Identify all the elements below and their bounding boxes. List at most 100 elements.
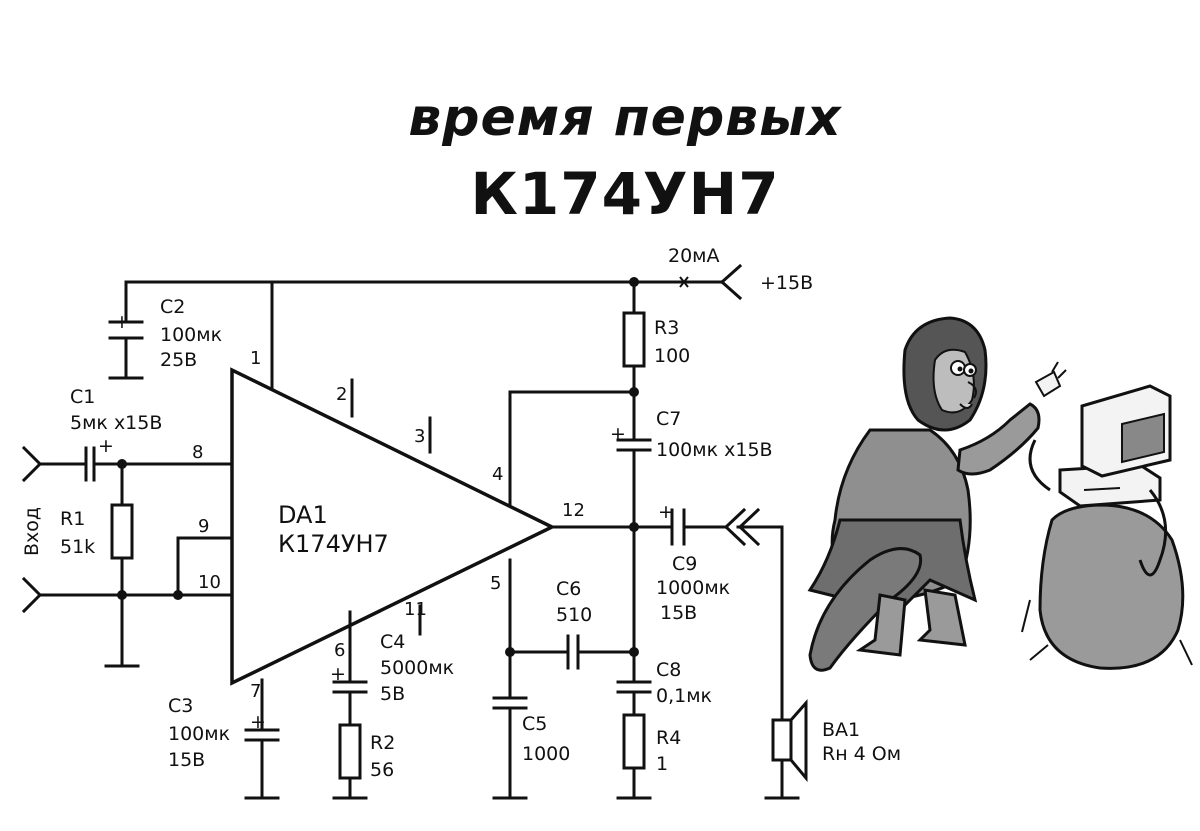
pin-3-label: 3 — [414, 426, 425, 447]
pin-12-label: 12 — [562, 500, 585, 521]
r4-value: 1 — [656, 753, 668, 775]
c2-plates — [108, 320, 144, 340]
c5-wire — [492, 558, 528, 800]
supply-current-label: 20мА — [668, 245, 720, 267]
speaker-wire — [736, 525, 800, 800]
pin-8-label: 8 — [192, 442, 203, 463]
monitor-screen — [1121, 412, 1165, 464]
c3-ref: C3 — [168, 695, 193, 717]
caveman-tongue — [959, 403, 973, 409]
pin-10-label: 10 — [198, 572, 221, 593]
ba1-ref: BA1 — [822, 719, 860, 741]
c2-plus: + — [114, 311, 130, 333]
c4-r2-wire — [332, 610, 368, 800]
caveman-arm — [956, 402, 1041, 476]
c1-plus: + — [98, 435, 114, 457]
wires — [21, 263, 800, 800]
r1-body — [110, 503, 134, 560]
c5-ref: C5 — [522, 713, 547, 735]
c9-plates — [670, 508, 686, 546]
c2-voltage: 25В — [160, 349, 197, 371]
c5-value: 1000 — [522, 743, 570, 765]
pin-2-label: 2 — [336, 384, 347, 405]
chip-ref: DA1 — [278, 501, 328, 529]
input-label: Вход — [21, 507, 43, 556]
r2-ref: R2 — [370, 732, 395, 754]
c2-value: 100мк — [160, 324, 222, 346]
c8-plates — [616, 680, 652, 694]
drive-slot — [1083, 487, 1121, 491]
pin9-wire — [176, 536, 234, 597]
c1-value: 5мк х15В — [70, 412, 162, 434]
c8-value: 0,1мк — [656, 685, 712, 707]
junctions — [117, 277, 639, 657]
caveman-legs — [855, 588, 967, 657]
r3-value: 100 — [654, 345, 690, 367]
input-terminal-bottom — [21, 576, 43, 614]
pin-11-label: 11 — [404, 599, 427, 620]
r2-body — [338, 723, 362, 780]
c9-ref: C9 — [672, 553, 697, 575]
c7-plates — [616, 438, 652, 452]
c1-ref: C1 — [70, 386, 95, 408]
c1-plates — [84, 446, 96, 482]
c4-ref: C4 — [380, 631, 405, 653]
labels: 20мА +15В C2 100мк 25В C1 5мк х15В R1 51… — [21, 245, 901, 781]
c4-voltage: 5В — [380, 683, 405, 705]
r3-ref: R3 — [654, 317, 679, 339]
c5-plates — [492, 696, 528, 710]
r2-value: 56 — [370, 759, 394, 781]
caveman-nose — [967, 381, 977, 399]
title-line-2: К174УН7 — [470, 160, 780, 228]
c3-value: 100мк — [168, 723, 230, 745]
r4-ref: R4 — [656, 727, 681, 749]
supply-voltage-label: +15В — [760, 272, 813, 294]
c4-plates — [332, 680, 368, 694]
c9-voltage: 15В — [660, 602, 697, 624]
c4-value: 5000мк — [380, 657, 454, 679]
chip-pin-stubs — [350, 378, 432, 636]
c6-ref: C6 — [556, 578, 581, 600]
r3-body — [622, 311, 646, 368]
r3-wire — [508, 280, 636, 507]
c3-voltage: 15В — [168, 749, 205, 771]
pin-5-label: 5 — [490, 573, 501, 594]
c2-ref: C2 — [160, 296, 185, 318]
chip-part: К174УН7 — [278, 530, 389, 558]
plug — [1034, 370, 1062, 398]
boulder — [1038, 503, 1185, 670]
pin-6-label: 6 — [334, 640, 345, 661]
grass-strokes — [1021, 599, 1193, 666]
pin-7-label: 7 — [250, 681, 261, 702]
plug-prongs — [1051, 361, 1067, 379]
c7-ref: C7 — [656, 408, 681, 430]
r4-body — [622, 713, 646, 770]
chip-da1-body — [230, 367, 556, 686]
c4-plus: + — [330, 663, 346, 685]
title-line-1: время первых — [408, 88, 842, 148]
r1-wire — [104, 462, 140, 668]
pin-1-label: 1 — [250, 348, 261, 369]
caveman-club — [808, 547, 923, 672]
r1-ref: R1 — [60, 508, 85, 530]
c3-plus: + — [250, 711, 266, 733]
caveman-computer-illustration — [807, 316, 1193, 672]
c6-plates — [566, 634, 580, 670]
c6-value: 510 — [556, 604, 592, 626]
c7-value: 100мк х15В — [656, 439, 773, 461]
c8-r4-wire — [616, 525, 652, 800]
ba1-value: Rн 4 Ом — [822, 743, 901, 765]
pin-9-label: 9 — [198, 516, 209, 537]
c2-wire — [108, 280, 144, 380]
pin-4-label: 4 — [492, 464, 503, 485]
output-connector — [723, 507, 761, 547]
c3-wire — [244, 678, 280, 800]
supply-terminal — [719, 263, 743, 301]
c9-value: 1000мк — [656, 577, 730, 599]
c7-plus: + — [610, 423, 626, 445]
r1-value: 51k — [60, 536, 95, 558]
input-terminal-top — [21, 445, 43, 483]
current-mark — [679, 276, 689, 288]
